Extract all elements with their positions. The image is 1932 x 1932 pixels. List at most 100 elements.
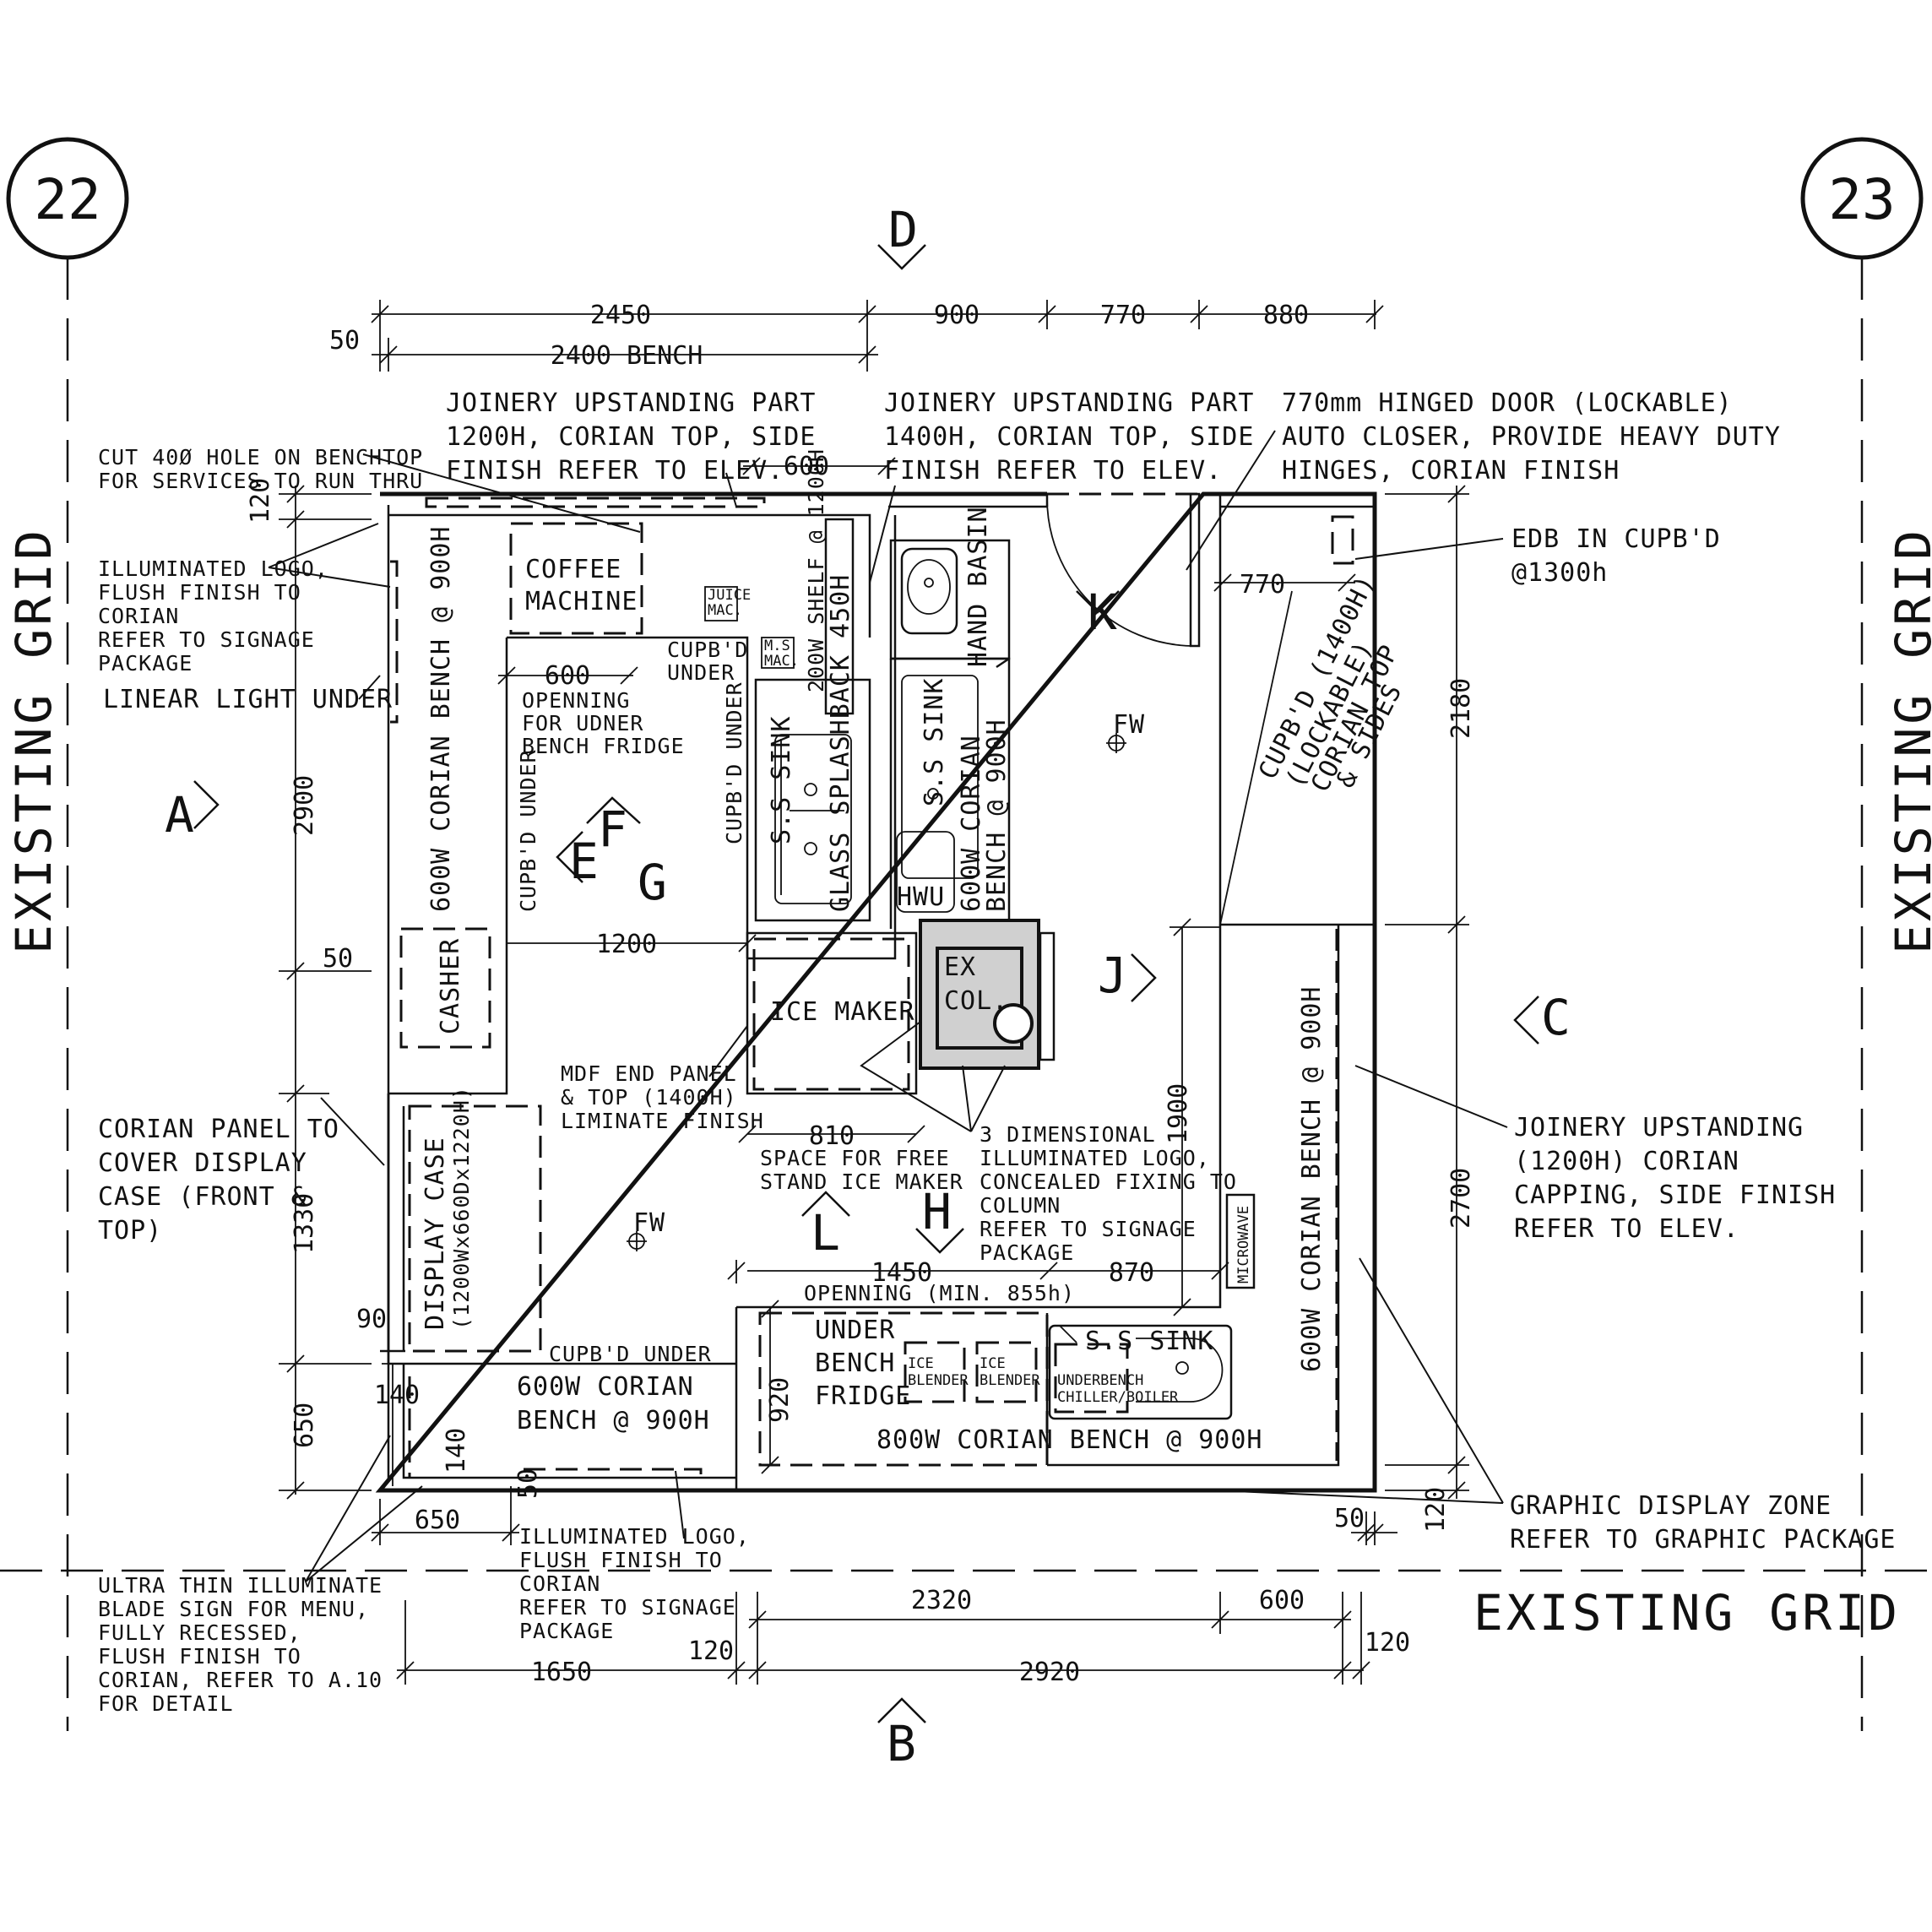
dim-left-120: 120 xyxy=(246,478,275,524)
casher: CASHER xyxy=(399,927,491,1049)
grid-id-22: 22 xyxy=(34,167,100,232)
marker-D: D xyxy=(888,201,921,258)
dim-right-2180: 2180 xyxy=(1446,678,1476,739)
note-logo-bottom-3: CORIAN xyxy=(519,1571,600,1596)
marker-K: K xyxy=(1088,583,1121,641)
existing-column: EX COL. xyxy=(919,919,1056,1070)
note-logo-bottom: ILLUMINATED LOGO, FLUSH FINISH TO CORIAN… xyxy=(519,1470,750,1643)
dim-in-1200: 1200 xyxy=(596,930,657,959)
note-opening-2: FOR UDNER xyxy=(522,711,643,735)
left-bench xyxy=(387,513,897,1351)
note-blade-3: FULLY RECESSED, xyxy=(98,1620,301,1645)
label-ss-sink-bottom: S.S SINK xyxy=(1085,1327,1214,1356)
note-logo-3d-3: CONCEALED FIXING TO xyxy=(980,1170,1237,1194)
label-hand-basin: HAND BASIN xyxy=(963,506,993,667)
note-logo-3d: 3 DIMENSIONAL ILLUMINATED LOGO, CONCEALE… xyxy=(860,1021,1237,1265)
note-blade-4: FLUSH FINISH TO xyxy=(98,1644,301,1669)
marker-G: G xyxy=(638,854,670,911)
marker-E: E xyxy=(569,833,602,890)
section-marker-j: J xyxy=(1098,947,1157,1004)
dim-in-1450: 1450 xyxy=(871,1258,932,1288)
note-opening-3: BENCH FRIDGE xyxy=(522,734,685,758)
note-edb: EDB IN CUPB'D @1300h xyxy=(1354,524,1720,588)
note-joinery-1400-1: JOINERY UPSTANDING PART xyxy=(884,388,1254,418)
label-juice-2: MAC. xyxy=(708,602,742,619)
dim-top-880: 880 xyxy=(1263,301,1309,330)
bench-800 xyxy=(735,925,1340,1490)
grid-bubble-22: 22 xyxy=(6,137,129,260)
note-blade-6: FOR DETAIL xyxy=(98,1691,234,1716)
label-display-case-2: (1200Wx660Dx1220H) xyxy=(449,1086,474,1330)
dim-in-870: 870 xyxy=(1109,1258,1154,1288)
section-marker-efg: E F G xyxy=(556,796,670,911)
label-chiller-2: CHILLER/BOILER xyxy=(1057,1389,1179,1406)
note-opening-1: OPENNING xyxy=(522,688,630,713)
bench-bottom-left: 600W CORIAN BENCH @ 900H xyxy=(402,1364,736,1479)
ss-sink-bottom: S.S SINK UNDERBENCH CHILLER/BOILER xyxy=(1048,1324,1233,1420)
dim-left-1330: 1330 xyxy=(290,1193,319,1254)
section-marker-c: C xyxy=(1513,989,1571,1046)
note-mdf-2: & TOP (1400H) xyxy=(561,1085,737,1110)
marker-L: L xyxy=(811,1204,844,1262)
note-graphic-zone: GRAPHIC DISPLAY ZONE REFER TO GRAPHIC PA… xyxy=(1215,1257,1895,1555)
dim-in-600: 600 xyxy=(545,661,590,691)
note-logo-bottom-1: ILLUMINATED LOGO, xyxy=(519,1524,750,1549)
ms-machine: M.S MAC. xyxy=(761,637,799,670)
note-ice-space-2: STAND ICE MAKER xyxy=(760,1170,963,1194)
label-ice-blender-2a: ICE xyxy=(980,1355,1006,1372)
dim-bot-600: 600 xyxy=(1259,1586,1305,1615)
dim-bot-1650: 1650 xyxy=(531,1658,592,1687)
note-logo-bottom-4: REFER TO SIGNAGE xyxy=(519,1595,736,1620)
note-mdf-3: LIMINATE FINISH xyxy=(561,1109,764,1133)
note-cut-hole: CUT 40Ø HOLE ON BENCHTOP FOR SERVICES TO… xyxy=(98,445,641,533)
label-fw-top: FW xyxy=(1113,710,1145,740)
note-door-1: 770mm HINGED DOOR (LOCKABLE) xyxy=(1282,388,1733,418)
note-corian-panel-3: CASE (FRONT & xyxy=(98,1182,307,1212)
note-hinged-door: 770mm HINGED DOOR (LOCKABLE) AUTO CLOSER… xyxy=(1186,388,1780,571)
marker-F: F xyxy=(598,800,631,858)
label-bench-bottom-left-2: BENCH @ 900H xyxy=(517,1406,710,1435)
label-ice-blender-1a: ICE xyxy=(908,1355,934,1372)
dim-bot-120b: 120 xyxy=(1365,1628,1410,1658)
note-logo-bottom-5: PACKAGE xyxy=(519,1619,614,1643)
label-under-fridge-1: UNDER xyxy=(815,1316,895,1345)
label-juice-1: JUICE xyxy=(708,587,751,604)
dim-right-120: 120 xyxy=(1421,1487,1451,1533)
note-logo-left-4: REFER TO SIGNAGE xyxy=(98,627,315,652)
note-joinery-1400-2: 1400H, CORIAN TOP, SIDE xyxy=(884,422,1254,452)
note-logo-3d-4: COLUMN xyxy=(980,1193,1061,1218)
marker-J: J xyxy=(1098,947,1131,1004)
note-logo-left-2: FLUSH FINISH TO xyxy=(98,580,301,605)
label-hwu: HWU xyxy=(897,882,945,912)
display-case: DISPLAY CASE (1200Wx660Dx1220H) xyxy=(387,1086,736,1365)
note-joinery-1200: JOINERY UPSTANDING PART 1200H, CORIAN TO… xyxy=(446,388,815,507)
hinged-door xyxy=(1045,492,1222,648)
label-cupbd-under-left: CUPB'D UNDER xyxy=(516,749,540,912)
note-logo-3d-2: ILLUMINATED LOGO, xyxy=(980,1146,1210,1170)
note-logo-bottom-2: FLUSH FINISH TO xyxy=(519,1548,723,1572)
label-bench-mid-1: 600W CORIAN xyxy=(957,735,986,912)
dim-right-50: 50 xyxy=(1334,1504,1365,1533)
dim-in-50: 50 xyxy=(513,1468,543,1499)
label-cupbd-under-bottom: CUPB'D UNDER xyxy=(549,1342,712,1366)
note-joinery-right-3: CAPPING, SIDE FINISH xyxy=(1514,1180,1836,1210)
note-linear-light: LINEAR LIGHT UNDER xyxy=(103,685,393,714)
note-graphic-zone-1: GRAPHIC DISPLAY ZONE xyxy=(1510,1491,1832,1521)
note-blade-1: ULTRA THIN ILLUMINATE xyxy=(98,1573,383,1598)
label-chiller-1: UNDERBENCH xyxy=(1057,1372,1143,1389)
microwave: MICROWAVE xyxy=(1225,1193,1256,1289)
label-ss-sink-mid: S.S SINK xyxy=(920,678,949,807)
note-joinery-1400-3: FINISH REFER TO ELEV. xyxy=(884,456,1222,486)
label-casher: CASHER xyxy=(436,938,465,1034)
note-corian-panel-4: TOP) xyxy=(98,1216,162,1245)
dim-in-1900: 1900 xyxy=(1164,1083,1193,1144)
label-ice-maker: ICE MAKER xyxy=(770,997,915,1027)
label-under-fridge-2: BENCH xyxy=(815,1349,895,1378)
marker-H: H xyxy=(922,1183,955,1240)
grid-bubble-23: 23 xyxy=(1800,137,1924,260)
label-bench-mid-2: BENCH @ 900H xyxy=(982,719,1012,912)
note-joinery-right-1: JOINERY UPSTANDING xyxy=(1514,1113,1804,1142)
label-under-fridge-3: FRIDGE xyxy=(815,1381,911,1411)
note-joinery-right-2: (1200H) CORIAN xyxy=(1514,1147,1739,1176)
label-ex-col-2: COL. xyxy=(944,986,1008,1016)
